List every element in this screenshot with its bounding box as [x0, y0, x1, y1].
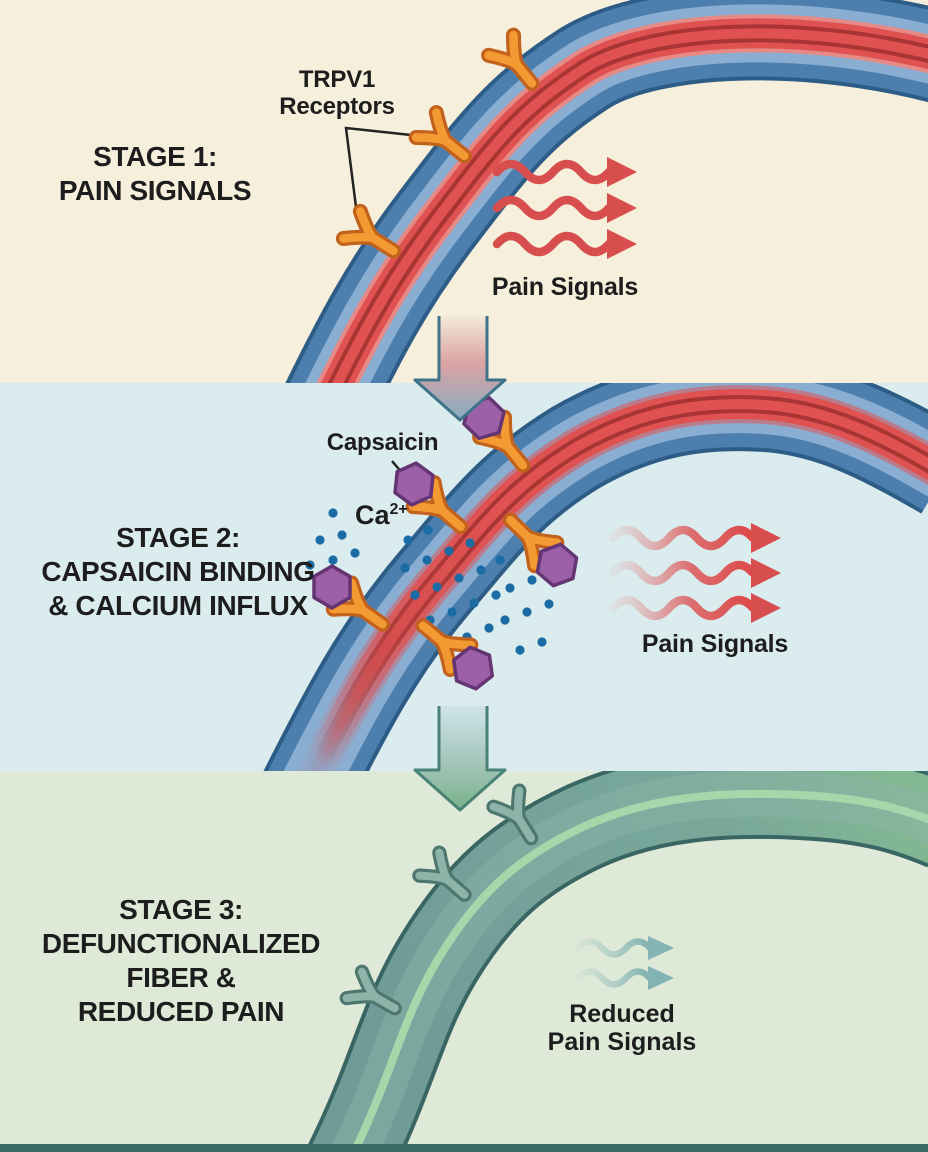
reduced-label-line2: Pain Signals: [547, 1028, 697, 1056]
calcium-ion-dot: [476, 565, 486, 575]
stage-2-title-line3: & CALCIUM INFLUX: [48, 590, 308, 621]
trpv1-receptors-label: TRPV1 Receptors: [267, 66, 407, 120]
stage-3-panel: [0, 771, 928, 1152]
stage-1-title-line2: PAIN SIGNALS: [58, 175, 252, 206]
calcium-ion-dot: [403, 535, 413, 545]
calcium-ion-dot: [465, 538, 475, 548]
calcium-ion-dot: [315, 535, 325, 545]
pain-signal-wave-arrow-icon: [497, 193, 637, 223]
transition-arrow-2-icon: [413, 706, 507, 812]
calcium-ion-dot: [400, 563, 410, 573]
bottom-fiber-band: [0, 1144, 928, 1152]
stage-2-title: STAGE 2: CAPSAICIN BINDING & CALCIUM INF…: [18, 521, 338, 623]
capsaicin-label: Capsaicin: [326, 429, 439, 456]
stage-3-title-line2: DEFUNCTIONALIZED: [41, 928, 321, 959]
stage-1-title: STAGE 1: PAIN SIGNALS: [5, 140, 305, 208]
nerve-fiber-capsaicin-binding: [300, 404, 928, 771]
calcium-ion-dot: [544, 599, 554, 609]
stage-1-illustration: [0, 0, 928, 383]
pain-signal-wave-arrow-icon: [497, 229, 637, 259]
calcium-ion-dot: [410, 590, 420, 600]
calcium-ion-dot: [495, 555, 505, 565]
calcium-ion-dot: [350, 548, 360, 558]
stage-2-title-line2: CAPSAICIN BINDING: [41, 556, 315, 587]
calcium-label-base: Ca: [355, 500, 390, 530]
stage-3-title: STAGE 3: DEFUNCTIONALIZED FIBER & REDUCE…: [21, 893, 341, 1029]
calcium-ion-dot: [469, 598, 479, 608]
stage-2-illustration: [0, 383, 928, 771]
stage-1-pain-signals-label: Pain Signals: [491, 273, 639, 301]
reduced-label-line1: Reduced: [569, 1000, 675, 1028]
reduced-pain-signal-arrows: [578, 936, 674, 990]
calcium-ion-dot: [484, 623, 494, 633]
calcium-ion-dot: [337, 530, 347, 540]
reduced-pain-signals-label: Reduced Pain Signals: [532, 1000, 712, 1056]
calcium-ion-dot: [432, 582, 442, 592]
pain-signal-wave-arrow-icon: [613, 558, 781, 588]
transition-arrow-1-icon: [413, 316, 507, 422]
calcium-ion-dot: [505, 583, 515, 593]
fading-pain-signal-arrows: [613, 523, 781, 623]
calcium-ion-dot: [522, 607, 532, 617]
calcium-ion-dot: [422, 555, 432, 565]
calcium-ion-dot: [305, 560, 315, 570]
calcium-label-superscript: 2+: [389, 501, 408, 518]
trpv1-pointer-line: [344, 126, 421, 208]
calcium-ion-dot: [527, 575, 537, 585]
stage-2-title-line1: STAGE 2:: [116, 522, 240, 553]
reduced-pain-wave-arrow-icon: [578, 936, 674, 960]
calcium-ion-dot: [423, 525, 433, 535]
calcium-ion-dot: [328, 555, 338, 565]
calcium-ion-dot: [515, 645, 525, 655]
stage-3-title-line1: STAGE 3:: [119, 894, 243, 925]
pain-signal-wave-arrow-icon: [613, 523, 781, 553]
calcium-ion-dot: [447, 607, 457, 617]
stage-3-title-line3: FIBER &: [126, 962, 236, 993]
pain-signal-wave-arrow-icon: [613, 593, 781, 623]
calcium-ion-dot: [328, 508, 338, 518]
stage-2-pain-signals-label: Pain Signals: [641, 630, 789, 658]
trpv1-label-line2: Receptors: [279, 93, 395, 120]
calcium-label: Ca2+: [355, 500, 445, 531]
stage-1-title-line1: STAGE 1:: [93, 141, 217, 172]
calcium-ion-dot: [444, 546, 454, 556]
reduced-pain-wave-arrow-icon: [578, 966, 674, 990]
calcium-ion-dot: [537, 637, 547, 647]
calcium-ion-dot: [491, 590, 501, 600]
trpv1-label-line1: TRPV1: [298, 66, 376, 93]
calcium-ion-dot: [500, 615, 510, 625]
calcium-ion-dot: [454, 573, 464, 583]
stage-3-title-line4: REDUCED PAIN: [77, 996, 285, 1027]
